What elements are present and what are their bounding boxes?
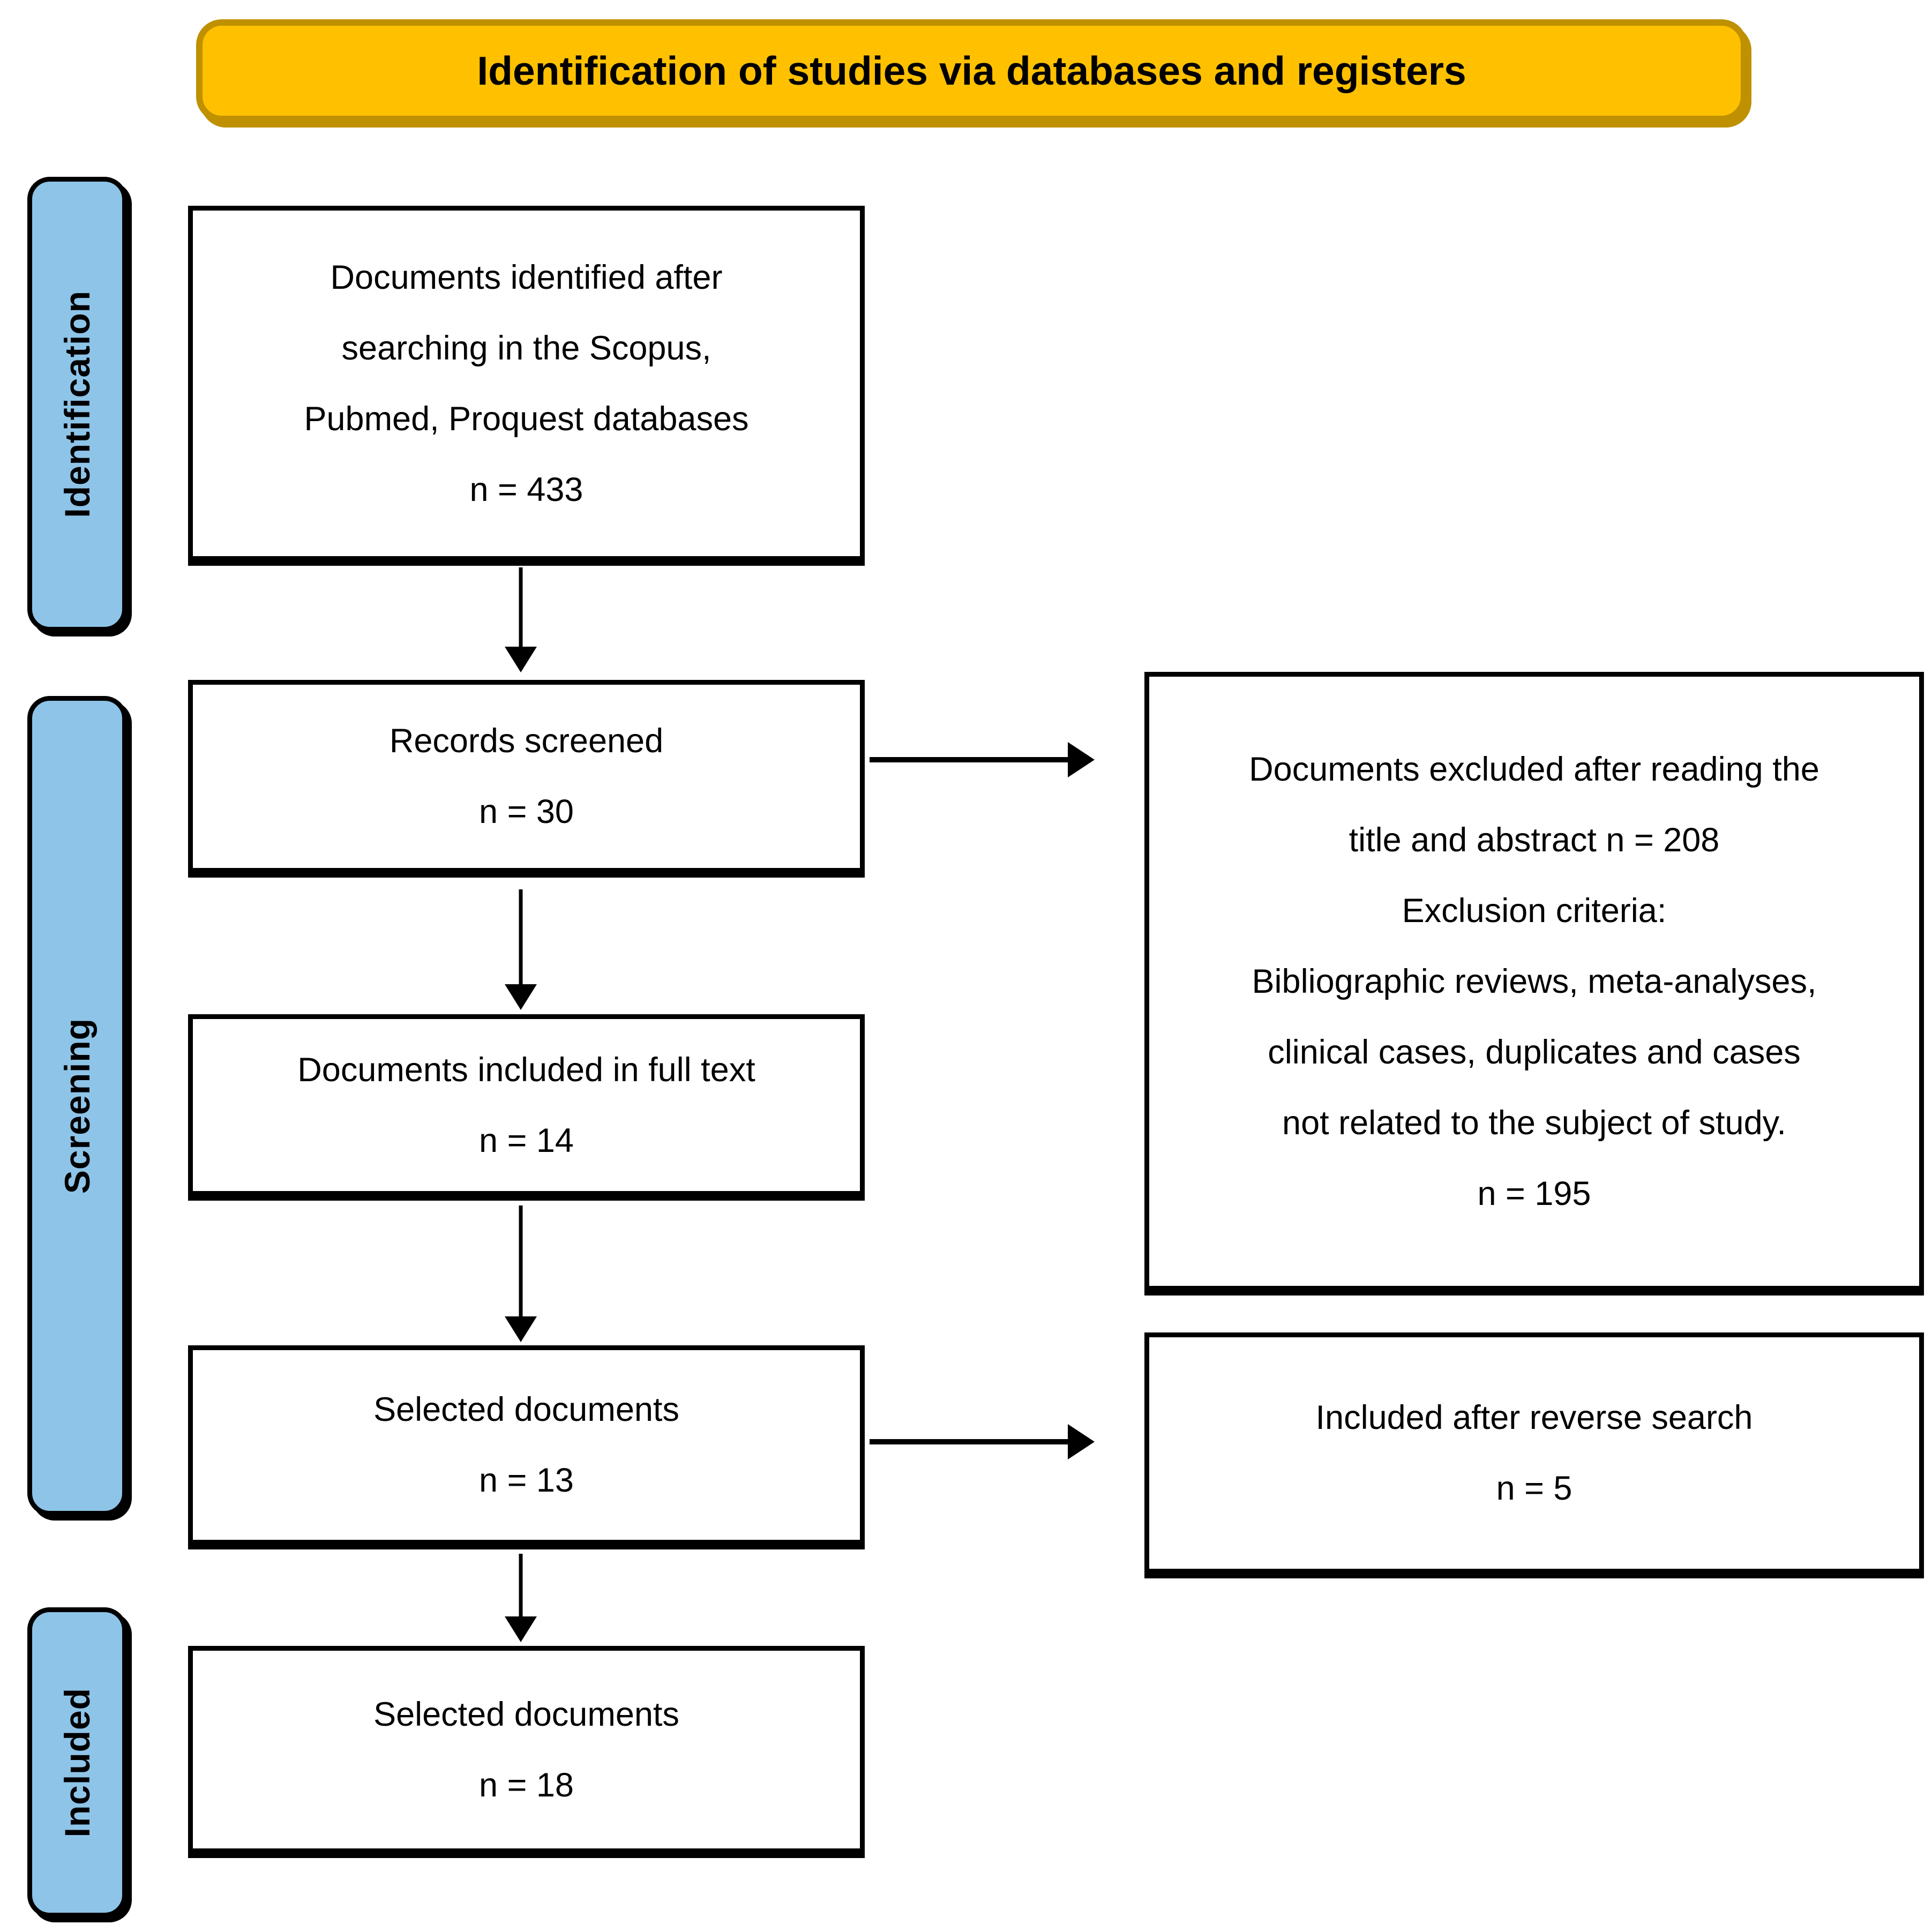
- arrow-right-icon: [870, 1422, 1095, 1461]
- text-line: Selected documents: [373, 1695, 679, 1733]
- text-line: n = 5: [1496, 1470, 1572, 1507]
- arrow-down-icon: [505, 567, 537, 672]
- arrow-shaft: [519, 567, 523, 648]
- stage-identification-label: Identification: [57, 290, 97, 518]
- arrow-shaft: [870, 1439, 1072, 1444]
- stage-screening-label: Screening: [57, 1017, 97, 1194]
- arrow-shaft: [519, 1205, 523, 1318]
- arrow-right-icon: [870, 740, 1095, 779]
- stage-included: Included: [27, 1607, 127, 1918]
- excluded-box: Documents excluded after reading the tit…: [1144, 672, 1924, 1291]
- text-line: Pubmed, Proquest databases: [304, 400, 749, 438]
- arrow-head: [505, 1316, 537, 1342]
- stage-included-label: Included: [57, 1687, 97, 1838]
- identified-box: Documents identified after searching in …: [188, 206, 865, 561]
- text-line: Documents excluded after reading the: [1249, 750, 1819, 788]
- text-line: n = 433: [469, 470, 583, 508]
- reverse-search-box: Included after reverse search n = 5: [1144, 1332, 1924, 1574]
- stage-identification: Identification: [27, 177, 127, 632]
- text-line: Selected documents: [373, 1391, 679, 1428]
- text-line: Documents included in full text: [297, 1051, 755, 1089]
- selected-documents-box: Selected documents n = 13: [188, 1345, 865, 1545]
- final-selected-box: Selected documents n = 18: [188, 1646, 865, 1853]
- arrow-head: [505, 647, 537, 672]
- arrow-head: [505, 1616, 537, 1642]
- text-line: clinical cases, duplicates and cases: [1268, 1033, 1801, 1071]
- text-line: Included after reverse search: [1315, 1399, 1753, 1436]
- arrow-shaft: [519, 889, 523, 986]
- arrow-down-icon: [505, 1205, 537, 1342]
- text-line: title and abstract n = 208: [1349, 821, 1720, 859]
- title-banner: Identification of studies via databases …: [196, 19, 1747, 122]
- arrow-shaft: [870, 757, 1072, 762]
- arrow-down-icon: [505, 1554, 537, 1642]
- arrow-down-icon: [505, 889, 537, 1010]
- text-line: Bibliographic reviews, meta-analyses,: [1252, 962, 1817, 1000]
- text-line: n = 13: [479, 1462, 574, 1499]
- text-line: searching in the Scopus,: [341, 329, 712, 367]
- stage-screening: Screening: [27, 696, 127, 1516]
- full-text-box: Documents included in full text n = 14: [188, 1014, 865, 1196]
- arrow-head: [1068, 742, 1095, 777]
- text-line: n = 18: [479, 1766, 574, 1804]
- arrow-shaft: [519, 1554, 523, 1618]
- text-line: Documents identified after: [330, 258, 723, 296]
- records-screened-box: Records screened n = 30: [188, 680, 865, 873]
- arrow-head: [1068, 1424, 1095, 1459]
- diagram-title: Identification of studies via databases …: [477, 48, 1466, 93]
- text-line: n = 30: [479, 793, 574, 830]
- text-line: n = 14: [479, 1121, 574, 1159]
- text-line: n = 195: [1477, 1174, 1591, 1212]
- text-line: not related to the subject of study.: [1282, 1104, 1786, 1142]
- arrow-head: [505, 984, 537, 1010]
- text-line: Records screened: [389, 722, 664, 760]
- text-line: Exclusion criteria:: [1402, 892, 1667, 930]
